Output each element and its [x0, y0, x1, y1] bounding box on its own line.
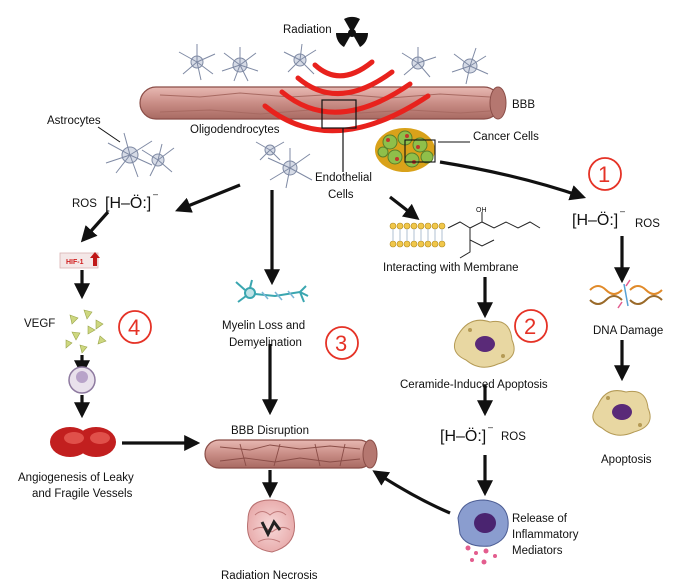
- release-label-1: Release of: [512, 513, 568, 525]
- glial-cell-icons: [105, 43, 489, 189]
- vegf-icon: [65, 309, 107, 354]
- astrocytes-pointer: [97, 126, 121, 143]
- step-2-badge: 2: [514, 309, 548, 343]
- svg-text:–: –: [620, 206, 625, 216]
- hif1-badge: HIF-1: [59, 252, 100, 269]
- necrosis-label: Radiation Necrosis: [221, 570, 318, 582]
- ceramide-label: Ceramide-Induced Apoptosis: [400, 379, 548, 391]
- apoptotic-cell-center-icon: [453, 319, 515, 368]
- dna-damage-icon: [589, 279, 663, 309]
- step-3-number: 3: [335, 331, 347, 356]
- astrocytes-label: Astrocytes: [47, 115, 101, 127]
- membrane-icon: [389, 222, 446, 248]
- myelin-label-1: Myelin Loss and: [222, 320, 305, 332]
- cancer-zoom-box: [404, 139, 436, 163]
- step-2-number: 2: [524, 314, 536, 339]
- ros-left-label: ROS: [72, 198, 97, 210]
- angiogenesis-label-2: and Fragile Vessels: [32, 488, 133, 500]
- ceramide-molecule-icon: OH: [447, 207, 541, 259]
- bbb-vessel: [139, 86, 507, 120]
- svg-text:[H–Ö:]: [H–Ö:]: [105, 194, 151, 212]
- disrupted-vessel: [204, 439, 378, 469]
- step-1-badge: 1: [588, 157, 622, 191]
- ros-center-label: ROS: [501, 431, 526, 443]
- step-4-number: 4: [128, 315, 140, 340]
- ros-right-label: ROS: [635, 218, 660, 230]
- inflammatory-cell-icon: [457, 499, 509, 565]
- myelin-label-2: Demyelination: [229, 337, 302, 349]
- vegf-label: VEGF: [24, 318, 55, 330]
- svg-text:[H–Ö:]: [H–Ö:]: [440, 427, 486, 445]
- step-4-badge: 4: [118, 310, 152, 344]
- radiation-icon: [335, 16, 369, 47]
- ros-center-icon: [H–Ö:] –: [440, 422, 493, 445]
- radiation-waves: [262, 59, 431, 134]
- svg-text:[H–Ö:]: [H–Ö:]: [572, 211, 618, 229]
- step-1-number: 1: [598, 162, 610, 187]
- svg-text:–: –: [488, 422, 493, 432]
- flow-arrows: [74, 160, 630, 515]
- brain-necrosis-icon: [247, 499, 296, 553]
- cancer-cells-label: Cancer Cells: [473, 131, 539, 143]
- apoptosis-label: Apoptosis: [601, 454, 652, 466]
- ros-left-icon: [H–Ö:] –: [105, 189, 158, 212]
- svg-text:OH: OH: [476, 207, 487, 214]
- receptor-cell-icon: [68, 366, 96, 394]
- bbb-disruption-label: BBB Disruption: [231, 425, 309, 437]
- leaky-vessel-icon: [50, 427, 116, 457]
- apoptotic-cell-right-icon: [592, 390, 651, 436]
- zoom-box: [321, 99, 357, 129]
- release-label-3: Mediators: [512, 545, 563, 557]
- neuron-icon: [235, 279, 309, 303]
- release-label-2: Inflammatory: [512, 529, 579, 541]
- dna-damage-label: DNA Damage: [593, 325, 663, 337]
- endothelial-label-1: Endothelial: [315, 172, 372, 184]
- bbb-label: BBB: [512, 99, 535, 111]
- ros-right-icon: [H–Ö:] –: [572, 206, 625, 229]
- membrane-label: Interacting with Membrane: [383, 262, 519, 274]
- hif1-label: HIF-1: [66, 259, 84, 266]
- svg-text:–: –: [153, 189, 158, 199]
- angiogenesis-label-1: Angiogenesis of Leaky: [18, 472, 134, 484]
- radiation-label: Radiation: [283, 24, 332, 36]
- oligodendrocytes-label: Oligodendrocytes: [190, 124, 280, 136]
- endothelial-label-2: Cells: [328, 189, 354, 201]
- step-3-badge: 3: [325, 326, 359, 360]
